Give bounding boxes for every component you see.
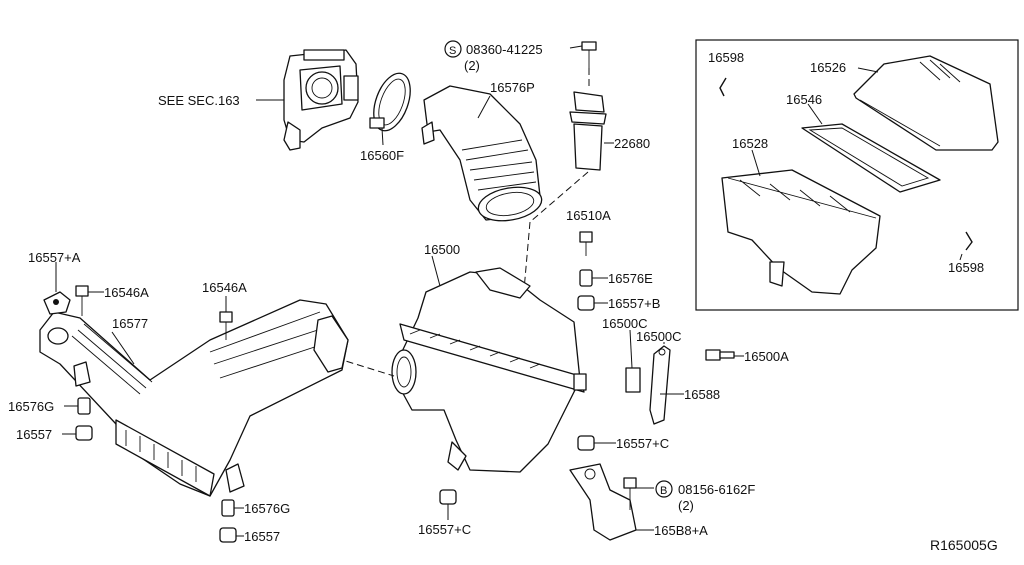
label-16557-bottom: 16557 — [244, 529, 280, 544]
bracket-16588 — [649, 345, 671, 425]
clip-16598-top — [719, 77, 727, 97]
reference-code: R165005G — [930, 537, 998, 553]
label-16546a-left: 16546A — [104, 285, 149, 300]
bolt-b — [623, 477, 637, 510]
filter-case — [721, 169, 881, 295]
label-16598-right: 16598 — [948, 260, 984, 275]
label-b-qty: (2) — [678, 498, 694, 513]
label-16546a-mid: 16546A — [202, 280, 247, 295]
label-16500c-b: 16500C — [636, 329, 682, 344]
marker-s-circle — [444, 40, 462, 58]
label-b-part: 08156-6162F — [678, 482, 755, 497]
label-16576p: 16576P — [490, 80, 535, 95]
label-16588: 16588 — [684, 387, 720, 402]
label-16577: 16577 — [112, 316, 148, 331]
spacer-bottom — [221, 499, 235, 517]
label-16576g-left: 16576G — [8, 399, 54, 414]
grommet-c-right — [577, 435, 595, 451]
bolt-16500a — [705, 349, 735, 361]
throttle-body — [283, 49, 359, 151]
grommet-c-bottom — [439, 489, 457, 505]
clip-16500c — [625, 367, 641, 393]
label-16576g-bottom: 16576G — [244, 501, 290, 516]
intake-duct — [421, 85, 543, 222]
spacer-left — [77, 397, 91, 415]
bolt-s — [581, 41, 597, 68]
label-see-sec: SEE SEC.163 — [158, 93, 240, 108]
label-16546: 16546 — [786, 92, 822, 107]
label-16557-plus-b: 16557+B — [608, 296, 660, 311]
airflow-sensor — [569, 91, 607, 171]
label-16588-plus-a: 165B8+A — [654, 523, 708, 538]
grommet-a — [43, 291, 71, 315]
screw-16510a — [579, 231, 593, 256]
label-s-qty: (2) — [464, 58, 480, 73]
air-cleaner-housing — [391, 267, 587, 473]
label-16598-top: 16598 — [708, 50, 744, 65]
label-16500c-a: 16500C — [602, 316, 648, 331]
marker-s: S — [449, 45, 456, 57]
grommet-left — [75, 425, 93, 441]
label-16510a: 16510A — [566, 208, 611, 223]
label-22680: 22680 — [614, 136, 650, 151]
label-16500a: 16500A — [744, 349, 789, 364]
label-16557-plus-c-right: 16557+C — [616, 436, 669, 451]
hose-clamp — [369, 72, 411, 132]
spacer-16576e — [579, 269, 593, 287]
grommet-b — [577, 295, 595, 311]
label-16557-left: 16557 — [16, 427, 52, 442]
label-16557-plus-a: 16557+A — [28, 250, 81, 265]
clip-16598-right — [965, 231, 973, 251]
label-16500: 16500 — [424, 242, 460, 257]
air-filter-element — [801, 123, 941, 193]
screw-left — [75, 285, 89, 316]
label-16526: 16526 — [810, 60, 846, 75]
label-16557-plus-c-bottom: 16557+C — [418, 522, 471, 537]
label-16576e: 16576E — [608, 271, 653, 286]
marker-b: B — [660, 485, 667, 497]
bracket-16588a — [569, 463, 637, 541]
label-s-part: 08360-41225 — [466, 42, 543, 57]
grommet-bottom — [219, 527, 237, 543]
label-16560f: 16560F — [360, 148, 404, 163]
marker-b-circle — [655, 480, 673, 498]
inset-frame — [695, 39, 1019, 311]
label-16528: 16528 — [732, 136, 768, 151]
resonator-duct — [39, 299, 349, 497]
filter-cover — [853, 55, 999, 151]
